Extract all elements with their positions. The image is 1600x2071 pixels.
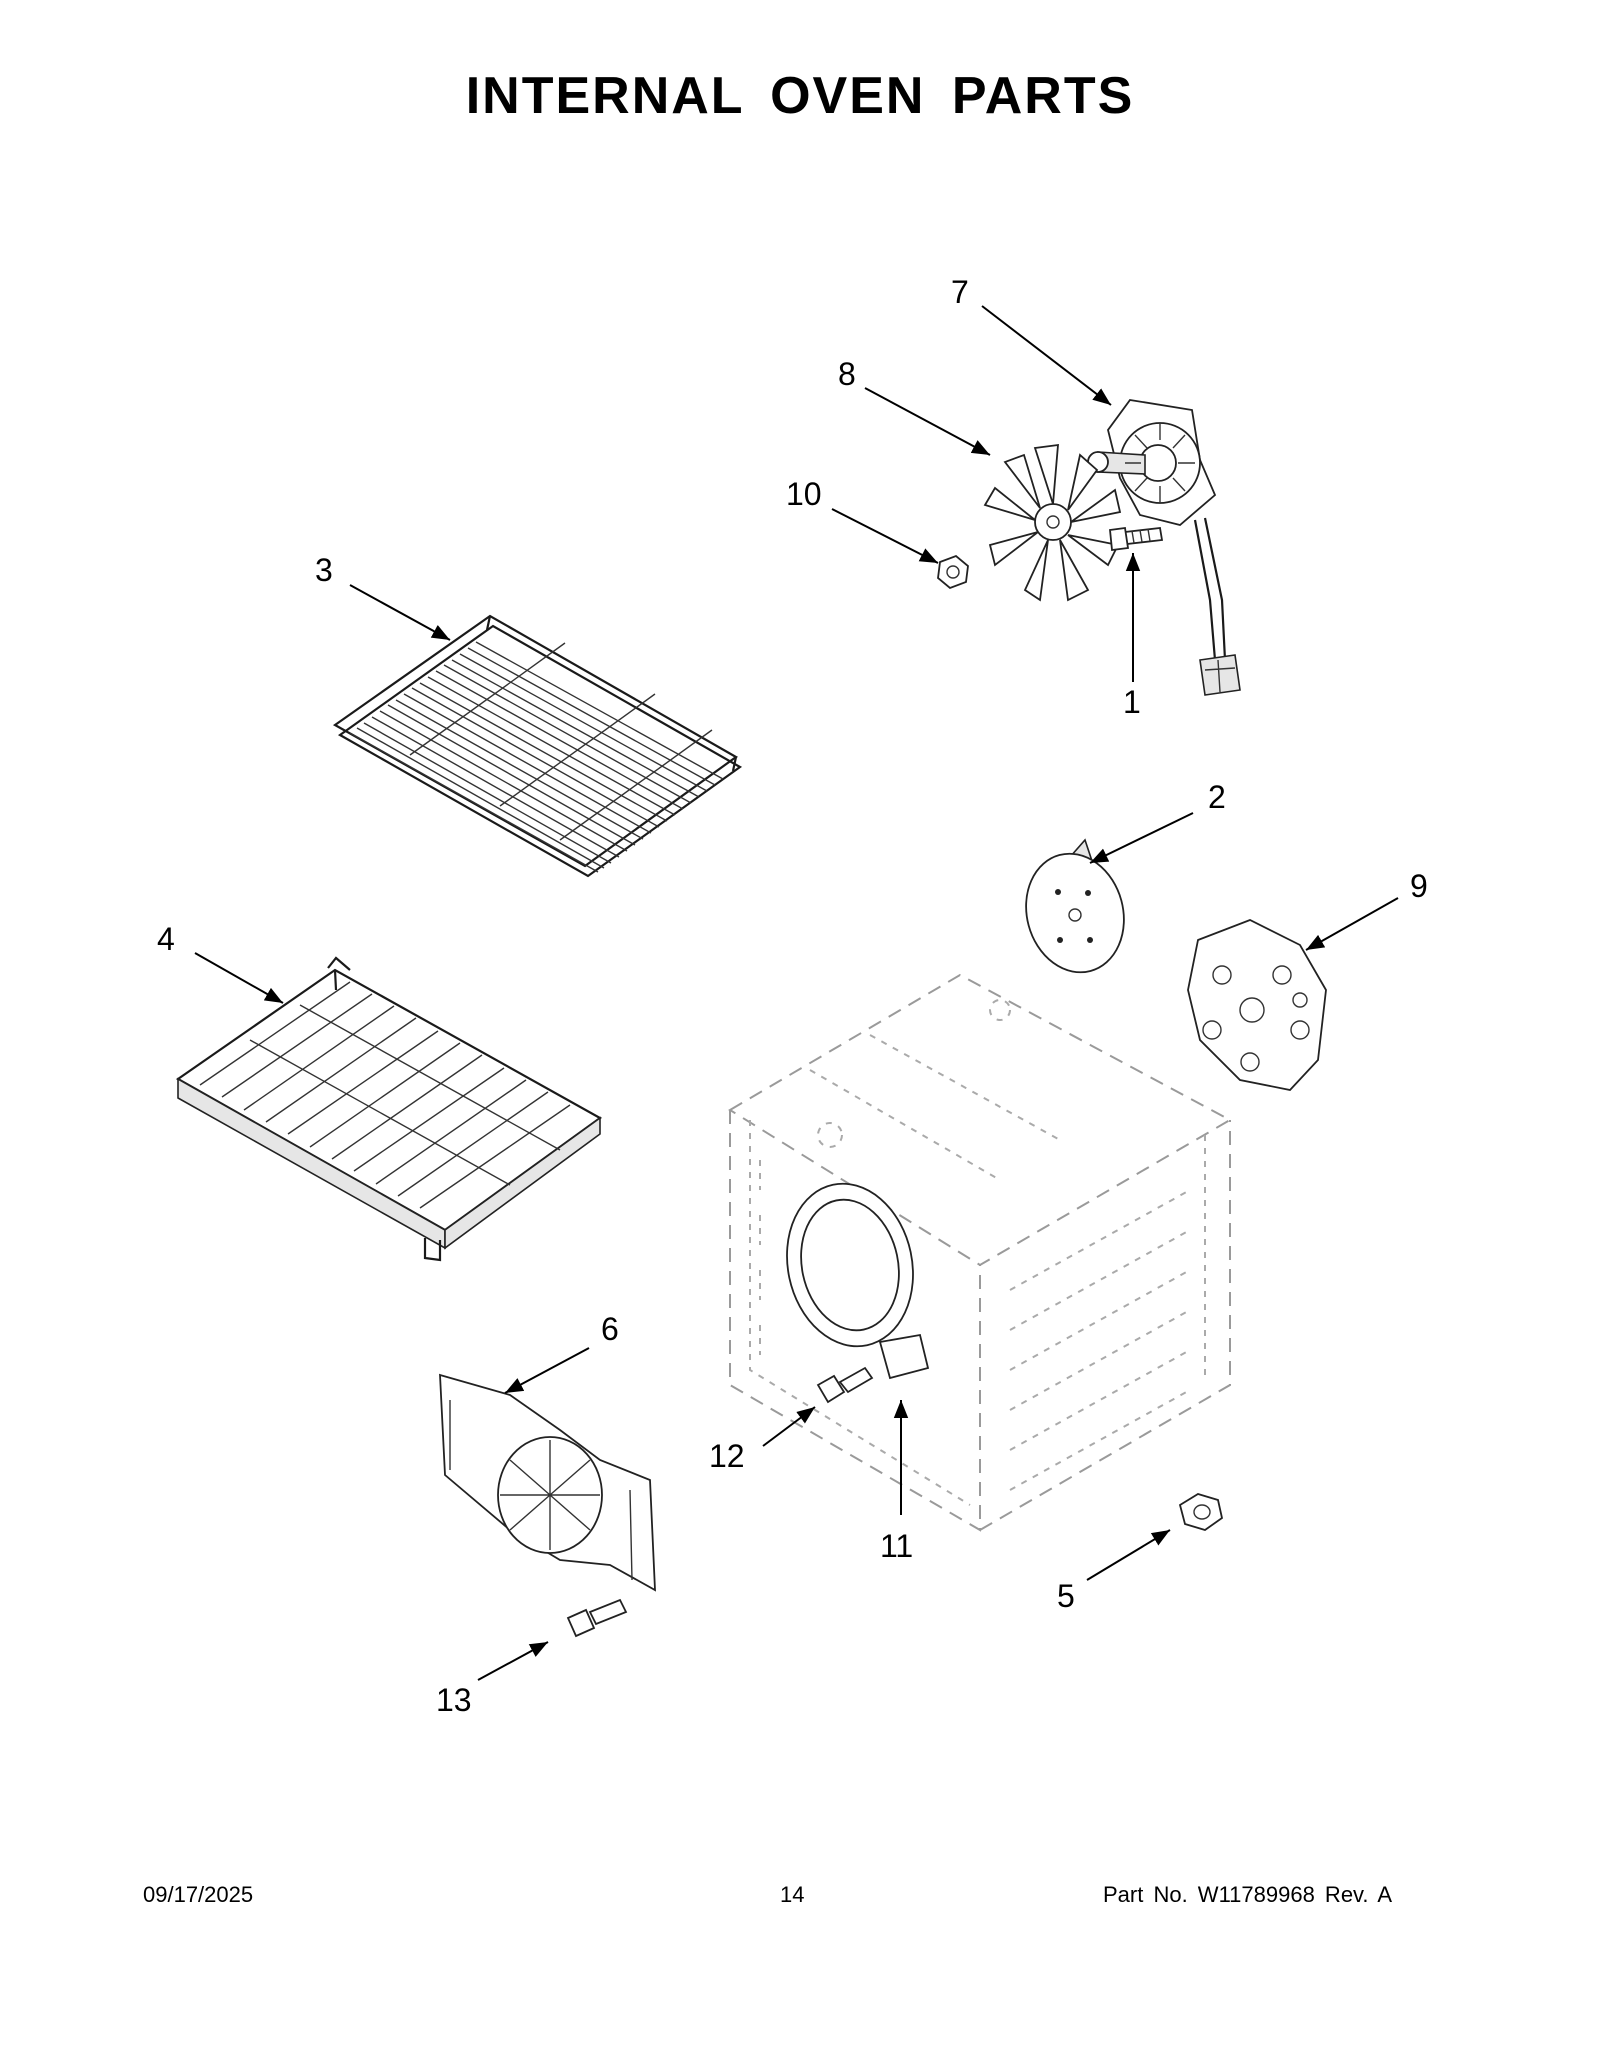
baffle-part xyxy=(439,1373,656,1592)
callout-8: 8 xyxy=(838,356,856,392)
fan-blade-part xyxy=(983,443,1122,602)
callout-6: 6 xyxy=(601,1311,619,1347)
callout-13: 13 xyxy=(436,1682,472,1718)
fan-nut-part xyxy=(937,554,969,590)
callout-3: 3 xyxy=(315,552,333,588)
callout-9: 9 xyxy=(1410,868,1428,904)
callout-4: 4 xyxy=(157,921,175,957)
oven-rack-part xyxy=(332,614,743,878)
callout-labels: 1 2 3 4 5 6 7 8 9 10 11 12 13 xyxy=(157,274,1428,1718)
footer-part-number: Part No. W11789968 Rev. A xyxy=(1103,1882,1393,1907)
callout-12: 12 xyxy=(709,1438,745,1474)
fan-guard-part xyxy=(1025,838,1125,974)
callout-5: 5 xyxy=(1057,1578,1075,1614)
callout-11: 11 xyxy=(880,1528,913,1564)
nut-part xyxy=(1178,1493,1224,1531)
footer-date: 09/17/2025 xyxy=(143,1882,254,1907)
page-title: INTERNAL OVEN PARTS xyxy=(465,67,1135,125)
convection-motor-part xyxy=(1087,399,1241,696)
callout-leaders xyxy=(194,305,1399,1681)
callout-7: 7 xyxy=(951,274,969,310)
oven-cavity-reference xyxy=(728,973,1233,1532)
callout-1: 1 xyxy=(1123,684,1141,720)
callout-2: 2 xyxy=(1208,779,1226,815)
element-gasket-part xyxy=(786,1182,930,1380)
callout-10: 10 xyxy=(786,476,822,512)
heat-shield-part xyxy=(1187,919,1327,1091)
footer-page-number: 14 xyxy=(780,1882,805,1907)
element-screw-part xyxy=(816,1366,874,1404)
baffle-screw-part xyxy=(566,1598,628,1638)
motor-screw-part xyxy=(1109,526,1164,552)
roll-out-rack-part xyxy=(175,956,603,1262)
